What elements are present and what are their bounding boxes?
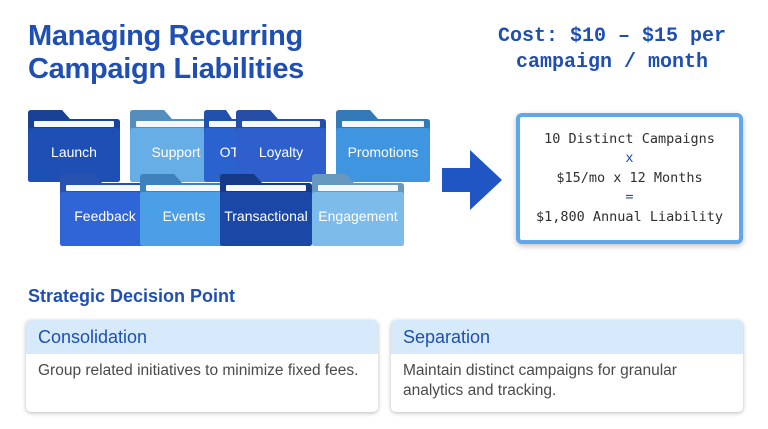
folder-engagement: Engagement — [312, 174, 404, 246]
calc-line-total: $1,800 Annual Liability — [536, 208, 723, 225]
folder-icon — [130, 110, 222, 182]
option-description: Group related initiatives to minimize fi… — [38, 362, 359, 379]
option-card-separation: Separation Maintain distinct campaigns f… — [391, 320, 743, 412]
folder-icon — [60, 174, 150, 246]
folder-transactional: Transactional — [220, 174, 312, 246]
folder-icon — [140, 174, 228, 246]
folder-promotions: Promotions — [336, 110, 430, 182]
folder-label: Feedback — [74, 208, 136, 224]
folder-label: Support — [151, 144, 201, 160]
folder-icon — [312, 174, 404, 246]
slide-title: Managing Recurring Campaign Liabilities — [28, 20, 304, 85]
calculation-box: 10 Distinct Campaigns x $15/mo x 12 Mont… — [516, 113, 743, 244]
folder-icon — [220, 174, 312, 246]
folder-events: Events — [140, 174, 228, 246]
folder-label: Transactional — [224, 208, 308, 224]
folder-label: Promotions — [347, 144, 419, 160]
calc-line-rate: $15/mo x 12 Months — [556, 169, 703, 186]
folder-icon — [236, 110, 326, 182]
folder-icon — [336, 110, 430, 182]
option-title: Consolidation — [26, 320, 378, 354]
option-card-consolidation: Consolidation Group related initiatives … — [26, 320, 378, 412]
calc-line-campaigns: 10 Distinct Campaigns — [544, 130, 715, 147]
folder-label: Engagement — [318, 208, 398, 224]
folder-icon — [28, 110, 120, 182]
decision-heading: Strategic Decision Point — [28, 286, 236, 306]
option-title: Separation — [391, 320, 743, 354]
folder-feedback: Feedback — [60, 174, 150, 246]
calc-multiply-sign: x — [625, 150, 634, 167]
folder-label: Events — [162, 208, 206, 224]
folder-launch: Launch — [28, 110, 120, 182]
option-description: Maintain distinct campaigns for granular… — [403, 362, 677, 399]
folder-support: Support — [130, 110, 222, 182]
folder-loyalty: Loyalty — [236, 110, 326, 182]
cost-text: Cost: $10 – $15 per campaign / month — [497, 25, 727, 74]
campaign-folders: Launch Support OTP Loyalty Promotions Fe… — [0, 0, 440, 260]
folder-label: Loyalty — [258, 144, 304, 160]
folder-label: Launch — [51, 144, 97, 160]
calc-equals-sign: = — [625, 189, 634, 206]
right-arrow-icon — [442, 150, 502, 210]
